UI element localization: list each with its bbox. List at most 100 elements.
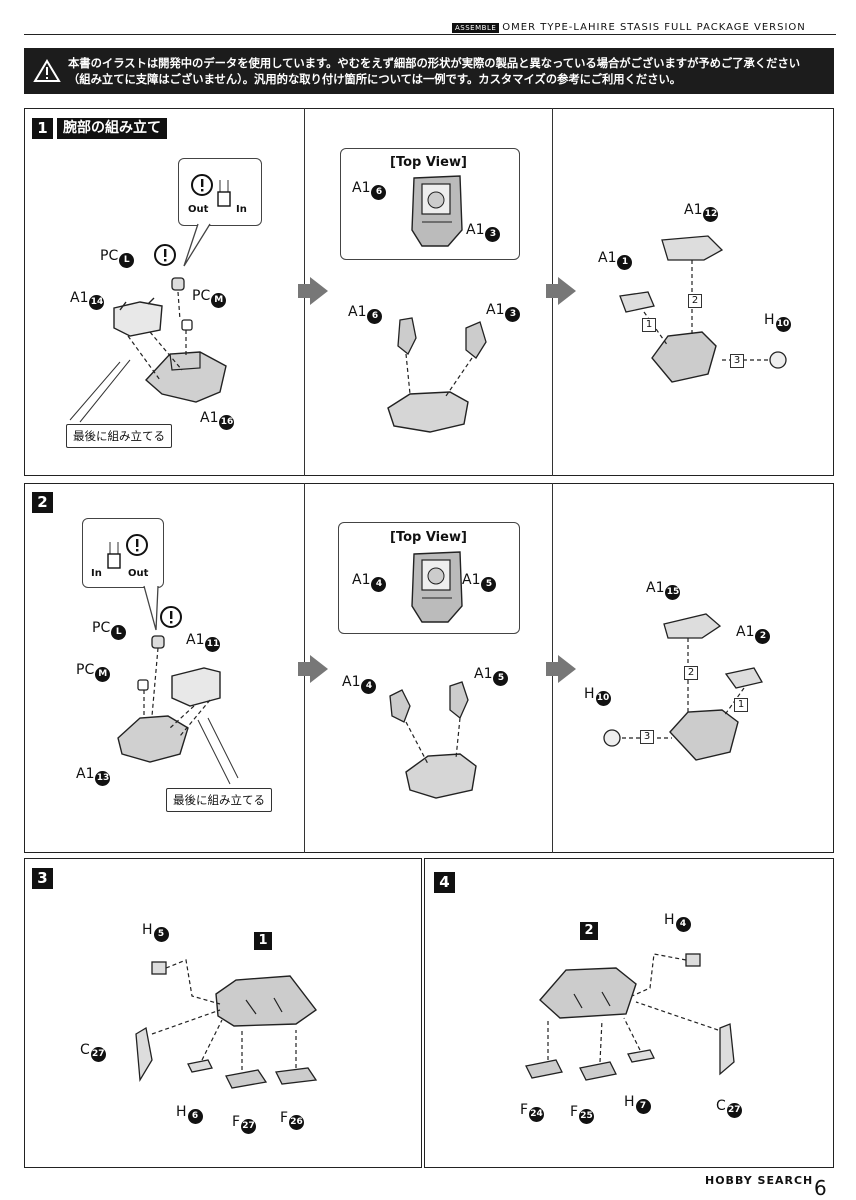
- step4-sub-assembly-ref: 2: [580, 922, 598, 940]
- step3-sub-assembly-ref: 1: [254, 932, 272, 950]
- warning-text: 本書のイラストは開発中のデータを使用しています。やむをえず細部の形状が実際の製品…: [68, 56, 800, 88]
- page-number: 6: [814, 1176, 827, 1200]
- step1-panel: [24, 108, 834, 476]
- step4-badge-h7: 7: [635, 1099, 651, 1114]
- step3-number: 3: [32, 868, 53, 889]
- warning-icon: [33, 59, 61, 82]
- step2-right-badge-15: 15: [665, 585, 681, 600]
- step1-top-badge-6: 6: [371, 185, 387, 200]
- step1-next-arrow-1: [310, 277, 328, 305]
- step2-top-badge-5: 5: [481, 577, 497, 592]
- step1-right-badge-1: 1: [617, 255, 633, 270]
- step2-badge-13: 13: [95, 771, 111, 786]
- step1-callout-in-label: In: [236, 204, 247, 215]
- step1-next-arrow-2-stem: [546, 284, 560, 298]
- step1-seq-1: 1: [642, 318, 656, 332]
- step2-callout-peg-icon: [107, 542, 121, 569]
- step1-mid-badge-3: 3: [505, 307, 521, 322]
- step1-top-badge-3: 3: [485, 227, 501, 242]
- step3-badge-f26: 26: [289, 1115, 305, 1130]
- step1-top-view-title: [Top View]: [390, 155, 467, 170]
- step3-badge-h6: 6: [187, 1109, 203, 1124]
- header-tag: ASSEMBLE: [452, 23, 500, 33]
- step1-next-arrow-2: [558, 277, 576, 305]
- step4-badge-f25: 25: [579, 1109, 595, 1124]
- step1-top-view-illustration: [411, 175, 463, 247]
- step2-callout: [82, 518, 164, 588]
- step4-badge-c27: 27: [726, 1103, 742, 1118]
- step2-seq-1: 1: [734, 698, 748, 712]
- step1-callout-attention-icon: [191, 174, 213, 196]
- step2-next-arrow-2-stem: [546, 662, 560, 676]
- step3-badge-f27: 27: [241, 1119, 257, 1134]
- step1-right-assembly-illustration: [619, 235, 787, 383]
- step2-mid-assembly-illustration: [389, 681, 477, 799]
- step4-badge-f24: 24: [529, 1107, 545, 1122]
- step1-badge-14: 14: [89, 295, 105, 310]
- step2-mid-badge-5: 5: [493, 671, 509, 686]
- step2-callout-attention-icon: [126, 534, 148, 556]
- step1-note-last: 最後に組み立てる: [66, 424, 172, 448]
- step2-next-arrow-2: [558, 655, 576, 683]
- step2-note-last: 最後に組み立てる: [166, 788, 272, 812]
- step3-panel: [24, 858, 422, 1168]
- step2-callout-out-label: Out: [128, 568, 149, 579]
- step2-attention-icon-2: [160, 606, 182, 628]
- step1-mid-assembly-illustration: [387, 317, 487, 433]
- warning-line-1: 本書のイラストは開発中のデータを使用しています。やむをえず細部の形状が実際の製品…: [68, 57, 801, 70]
- step1-callout-out-label: Out: [188, 204, 209, 215]
- step2-parts-assembly-illustration: [117, 635, 239, 785]
- step2-top-view-illustration: [411, 551, 463, 623]
- step2-next-arrow-1: [310, 655, 328, 683]
- step1-number: 1: [32, 118, 53, 139]
- footer-brand: HOBBY SEARCH: [705, 1174, 814, 1187]
- step2-badge-pc-l: L: [111, 625, 127, 640]
- step2-right-badge-10: 10: [595, 691, 611, 706]
- step2-top-view-title: [Top View]: [390, 530, 467, 545]
- warning-banner: 本書のイラストは開発中のデータを使用しています。やむをえず細部の形状が実際の製品…: [24, 48, 834, 94]
- warning-line-2: （組み立てに支障はございません）。汎用的な取り付け箇所については一例です。カスタ…: [68, 73, 682, 86]
- step2-badge-pc-m: M: [95, 667, 111, 682]
- step4-badge-h4: 4: [675, 917, 691, 932]
- step2-mid-badge-4: 4: [361, 679, 377, 694]
- step4-assembly-illustration: [525, 953, 735, 1081]
- step1-mid-badge-6: 6: [367, 309, 383, 324]
- step2-seq-3: 3: [640, 730, 654, 744]
- step4-number: 4: [434, 872, 455, 893]
- step1-seq-3: 3: [730, 354, 744, 368]
- step1-parts-assembly-illustration: [69, 277, 227, 423]
- step1-attention-icon-2: [154, 244, 176, 266]
- header-title: OMER TYPE-LAHIRE STASIS FULL PACKAGE VER…: [502, 22, 806, 33]
- step2-callout-in-label: In: [91, 568, 102, 579]
- step1-badge-pc-l: L: [119, 253, 135, 268]
- step1-callout-peg-icon: [217, 180, 231, 207]
- step2-right-badge-2: 2: [755, 629, 771, 644]
- step1-callout-pointer: [183, 223, 211, 267]
- step2-badge-11: 11: [205, 637, 221, 652]
- step1-seq-2: 2: [688, 294, 702, 308]
- step3-badge-h5: 5: [153, 927, 169, 942]
